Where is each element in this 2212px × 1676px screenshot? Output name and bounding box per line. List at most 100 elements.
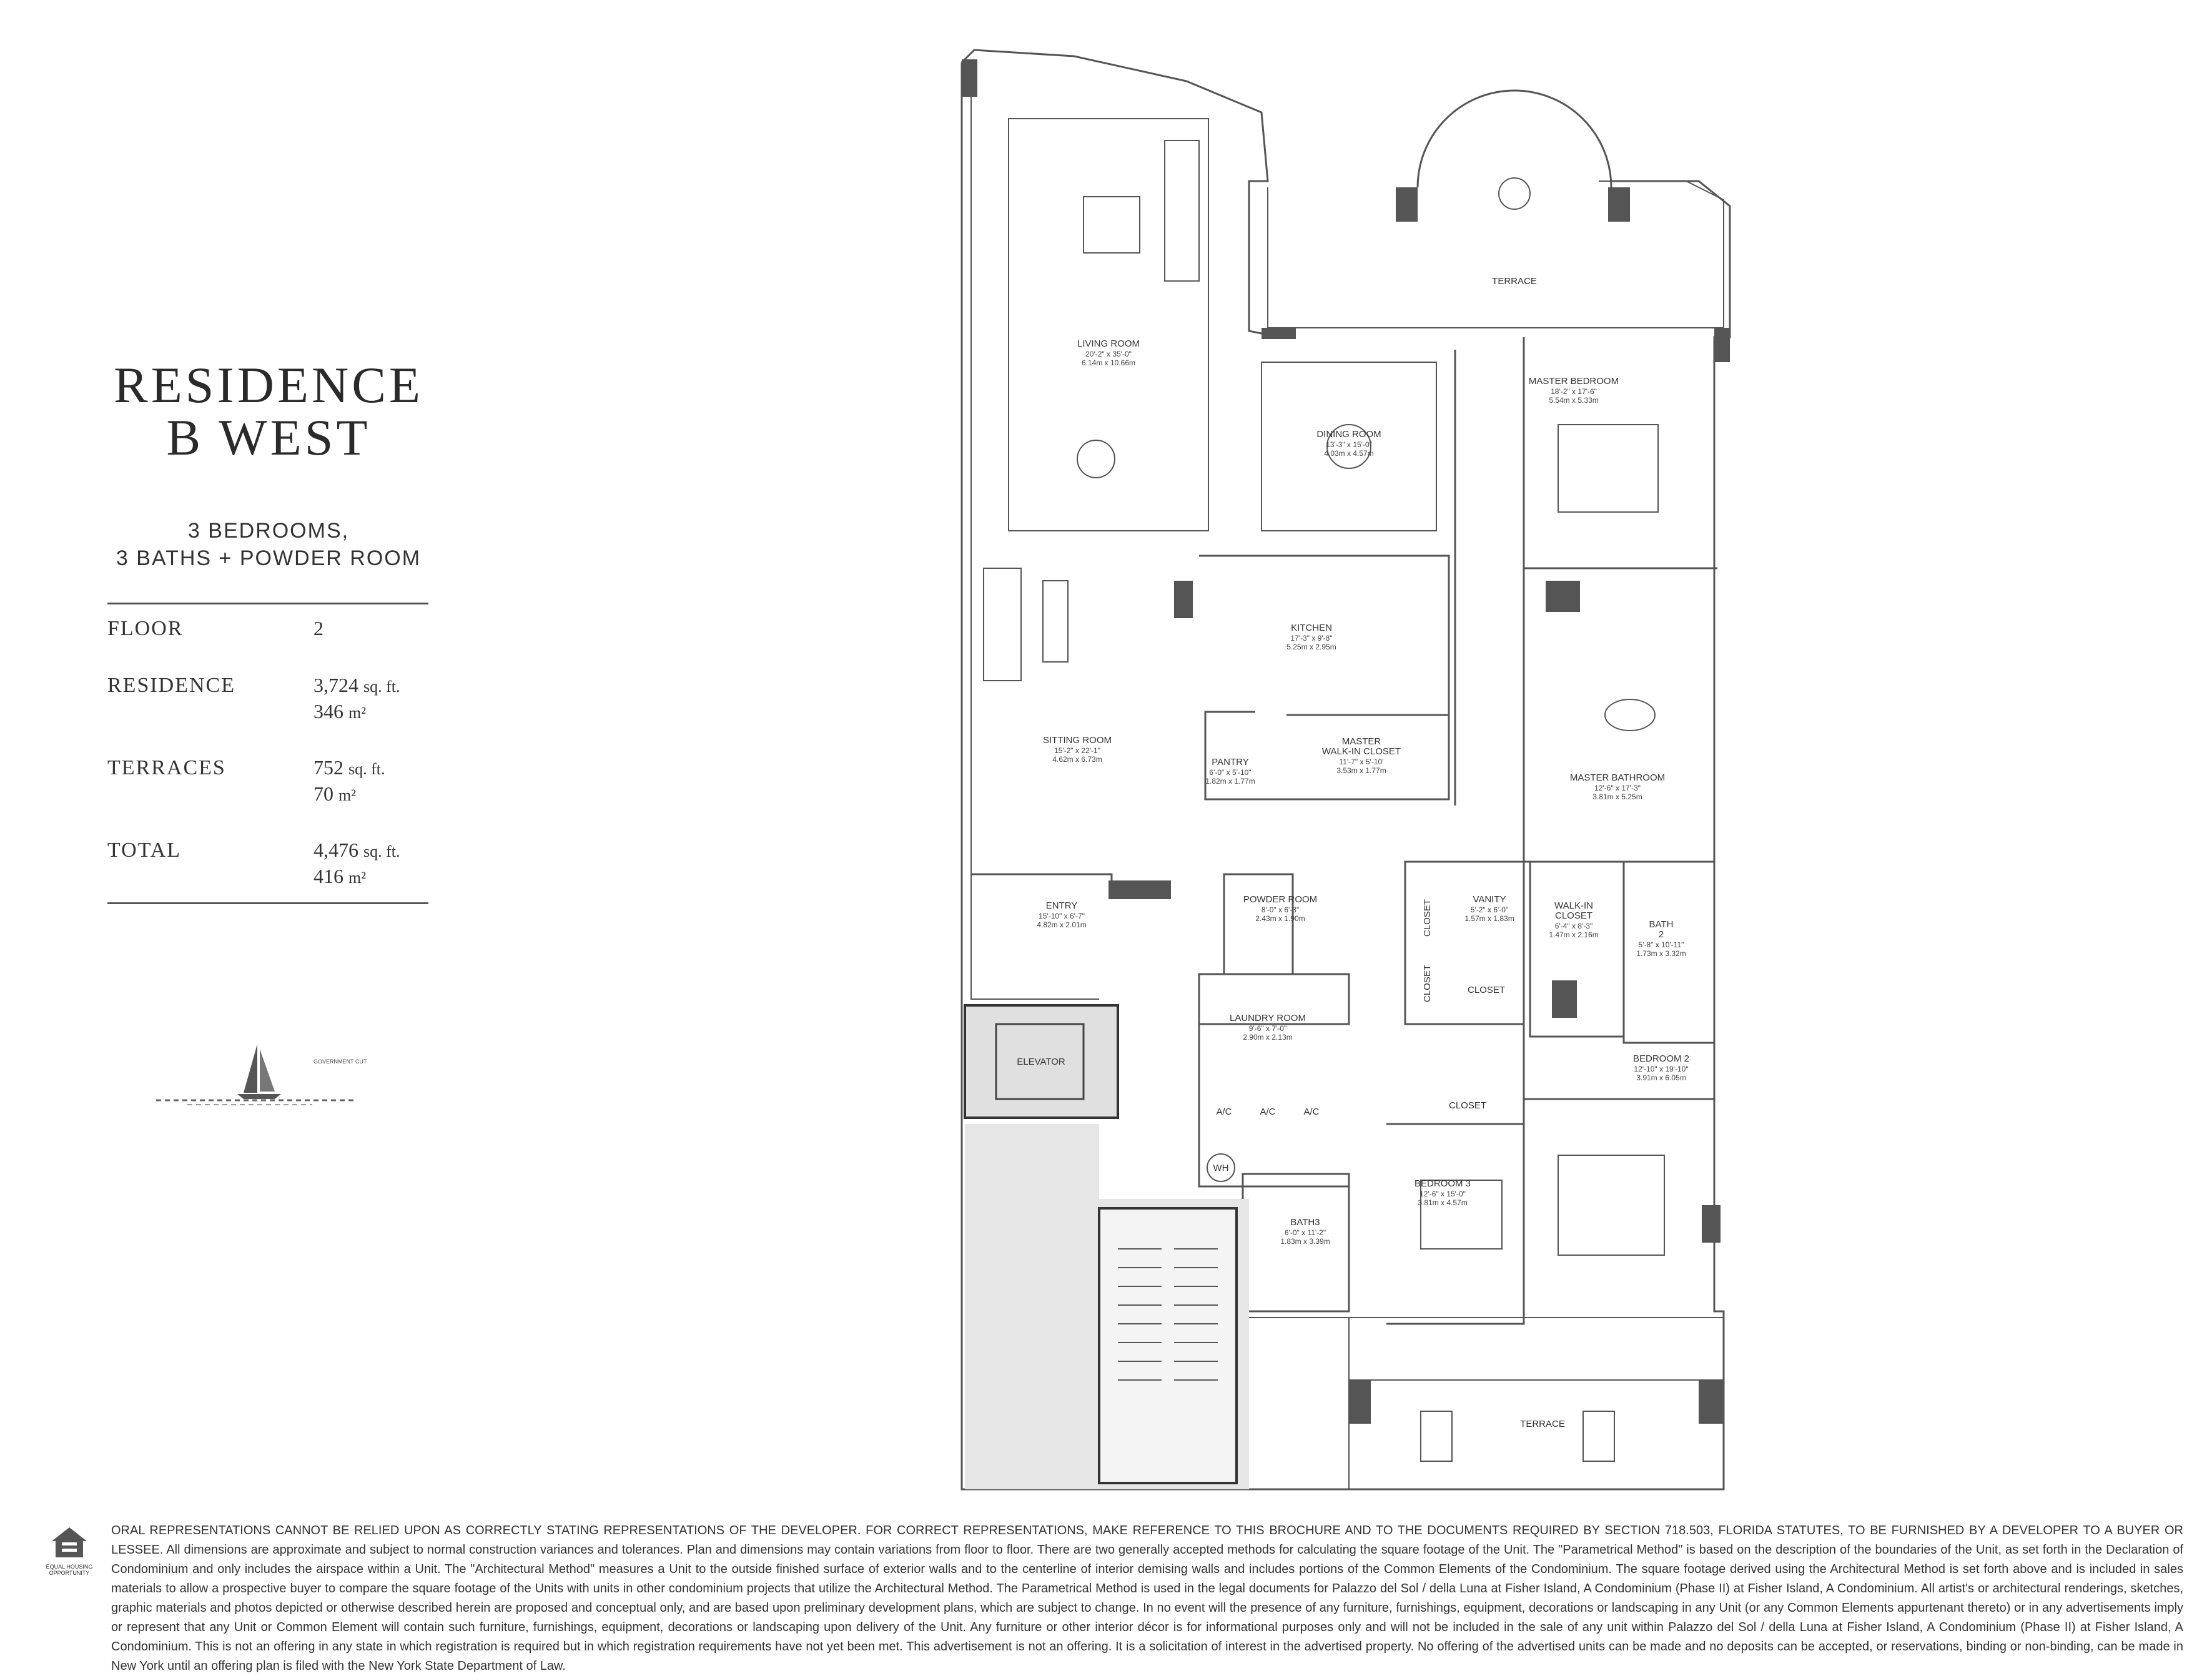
stat-label: TERRACES xyxy=(107,756,226,779)
stat-label: TOTAL xyxy=(107,839,182,862)
room-name-dining-room: DINING ROOM xyxy=(1316,429,1381,440)
ac-label-2: A/C xyxy=(1260,1107,1275,1117)
living-room-rug xyxy=(1008,118,1209,531)
room-dimension-bath-3: 1.83m x 3.39m xyxy=(1280,1237,1330,1246)
room-name-pantry: PANTRY xyxy=(1212,757,1248,767)
structural-columns xyxy=(962,59,1730,1424)
closet-vertical-label-2: CLOSET xyxy=(1422,965,1433,1002)
room-dimension-bath-3: 6'-0" x 11'-2" xyxy=(1285,1228,1326,1237)
room-name-master-bedroom: MASTER BEDROOM xyxy=(1529,376,1619,387)
stat-row-terraces: TERRACES 752 sq. ft. 70 m² xyxy=(107,744,428,826)
terrace-north-arc xyxy=(1416,89,1612,188)
room-dimension-vanity: 1.57m x 1.83m xyxy=(1464,914,1514,923)
room-dimension-powder-room: 8'-0" x 6'-3" xyxy=(1262,905,1299,914)
subtitle-line2: 3 BATHS + POWDER ROOM xyxy=(116,546,422,570)
room-name-terrace-north: TERRACE xyxy=(1492,276,1537,287)
room-dimension-sitting-room: 15'-2" x 22'-1" xyxy=(1054,746,1100,755)
equal-housing-logo: EQUAL HOUSING OPPORTUNITY xyxy=(35,1525,104,1576)
stat-number: 346 xyxy=(314,700,343,722)
equal-housing-label: EQUAL HOUSING OPPORTUNITY xyxy=(46,1564,93,1576)
room-name-kitchen: KITCHEN xyxy=(1291,623,1332,633)
room-name-bath-2: BATH xyxy=(1649,919,1674,930)
room-name-sitting-room: SITTING ROOM xyxy=(1043,735,1112,746)
room-dimension-pantry: 6'-0" x 5'-10" xyxy=(1209,768,1251,777)
stat-row-residence: RESIDENCE 3,724 sq. ft. 346 m² xyxy=(107,661,428,744)
equal-housing-house-icon xyxy=(52,1527,87,1557)
ac-label-1: A/C xyxy=(1216,1107,1232,1117)
legal-disclaimer: ORAL REPRESENTATIONS CANNOT BE RELIED UP… xyxy=(111,1524,2183,1673)
room-name-walk-in-closet: WALK-IN xyxy=(1554,900,1593,911)
stat-row-total: TOTAL 4,476 sq. ft. 416 m² xyxy=(107,826,428,904)
vanity-walls xyxy=(1404,860,1525,1025)
room-dimension-walk-in-closet: 1.47m x 2.16m xyxy=(1549,930,1598,939)
stat-unit: m² xyxy=(348,704,367,722)
outer-wall-north xyxy=(960,49,1281,338)
room-name-master-walk-in-closet: WALK-IN CLOSET xyxy=(1322,746,1401,757)
stat-unit: m² xyxy=(338,786,357,804)
stairwell xyxy=(1098,1207,1238,1484)
room-name-closet-bedroom3: CLOSET xyxy=(1449,1100,1486,1111)
room-name-laundry-room: LAUNDRY ROOM xyxy=(1230,1013,1306,1023)
stat-number: 3,724 xyxy=(314,674,358,696)
room-dimension-laundry-room: 2.90m x 2.13m xyxy=(1243,1033,1292,1042)
stat-number: 752 xyxy=(314,756,343,779)
residence-title: RESIDENCE B WEST xyxy=(62,359,475,464)
room-dimension-living-room: 6.14m x 10.66m xyxy=(1082,358,1135,367)
stat-number: 416 xyxy=(314,865,343,887)
sailboat-orientation-icon xyxy=(156,1044,356,1105)
terrace-north-outline xyxy=(1267,180,1724,328)
stat-unit: sq. ft. xyxy=(363,842,400,860)
room-dimension-master-bathroom: 3.81m x 5.25m xyxy=(1592,792,1642,801)
elevator-car xyxy=(995,1023,1085,1100)
room-name-elevator: ELEVATOR xyxy=(1017,1057,1065,1067)
outer-wall-east xyxy=(960,62,1731,1491)
room-dimension-master-walk-in-closet: 11'-7" x 5'-10' xyxy=(1340,757,1384,766)
room-name-terrace-south: TERRACE xyxy=(1520,1419,1565,1429)
room-dimension-vanity: 5'-2" x 6'-0" xyxy=(1471,905,1508,914)
stat-label: FLOOR xyxy=(107,617,184,640)
room-name-living-room: LIVING ROOM xyxy=(1077,338,1140,349)
furniture xyxy=(983,140,1665,1462)
room-dimension-master-bedroom: 18'-2" x 17'-6" xyxy=(1551,387,1597,396)
stats-table: FLOOR 2 RESIDENCE 3,724 sq. ft. 346 m² T… xyxy=(107,603,428,904)
room-name-bedroom-3: BEDROOM 3 xyxy=(1415,1178,1471,1189)
stat-value-m2: 416 m² xyxy=(314,865,366,888)
room-dimension-master-walk-in-closet: 3.53m x 1.77m xyxy=(1336,766,1386,775)
room-name-master-bathroom: MASTER BATHROOM xyxy=(1570,772,1665,783)
ac-label-3: A/C xyxy=(1303,1107,1319,1117)
kitchen-walls xyxy=(1199,555,1450,801)
stair-treads xyxy=(1118,1248,1218,1381)
terrace-south-outline xyxy=(1243,1317,1724,1489)
room-name-powder-room: POWDER ROOM xyxy=(1243,894,1317,905)
stat-value-m2: 346 m² xyxy=(314,700,366,723)
laundry-walls xyxy=(1198,1024,1349,1188)
room-dimension-sitting-room: 4.62m x 6.73m xyxy=(1052,755,1102,764)
residence-subtitle: 3 BEDROOMS, 3 BATHS + POWDER ROOM xyxy=(62,517,475,572)
stat-number: 4,476 xyxy=(314,839,358,861)
stat-label: RESIDENCE xyxy=(107,674,235,697)
water-heater-circle xyxy=(1207,1153,1235,1182)
room-name-walk-in-closet: CLOSET xyxy=(1555,910,1592,921)
stat-unit: m² xyxy=(348,869,367,887)
closet-vertical-label-1: CLOSET xyxy=(1422,899,1433,937)
room-dimension-entry: 4.82m x 2.01m xyxy=(1037,920,1086,929)
room-dimension-powder-room: 2.43m x 1.90m xyxy=(1255,914,1305,923)
room-dimension-bath-2: 1.73m x 3.32m xyxy=(1636,949,1686,958)
bedroom3-walls xyxy=(1386,1123,1525,1325)
room-dimension-bedroom-2: 12'-10" x 19'-10" xyxy=(1634,1065,1688,1073)
room-name-master-walk-in-closet: MASTER xyxy=(1342,736,1381,747)
stat-value-sqft: 752 sq. ft. xyxy=(314,756,385,779)
stat-unit: sq. ft. xyxy=(363,678,400,696)
stat-number: 70 xyxy=(314,782,333,805)
room-name-bath-3: BATH3 xyxy=(1290,1217,1320,1228)
room-dimension-kitchen: 17'-3" x 9'-8" xyxy=(1290,634,1332,643)
room-dimension-dining-room: 13'-3" x 15'-0" xyxy=(1326,440,1372,449)
room-dimension-master-bedroom: 5.54m x 5.33m xyxy=(1549,396,1598,405)
room-name-entry: ENTRY xyxy=(1046,900,1078,911)
room-dimension-bath-2: 5'-8" x 10'-11" xyxy=(1639,940,1684,949)
government-cut-label: GOVERNMENT CUT xyxy=(314,1058,367,1065)
room-name-bedroom-2: BEDROOM 2 xyxy=(1633,1053,1689,1064)
bath2-walls xyxy=(1622,862,1714,1044)
